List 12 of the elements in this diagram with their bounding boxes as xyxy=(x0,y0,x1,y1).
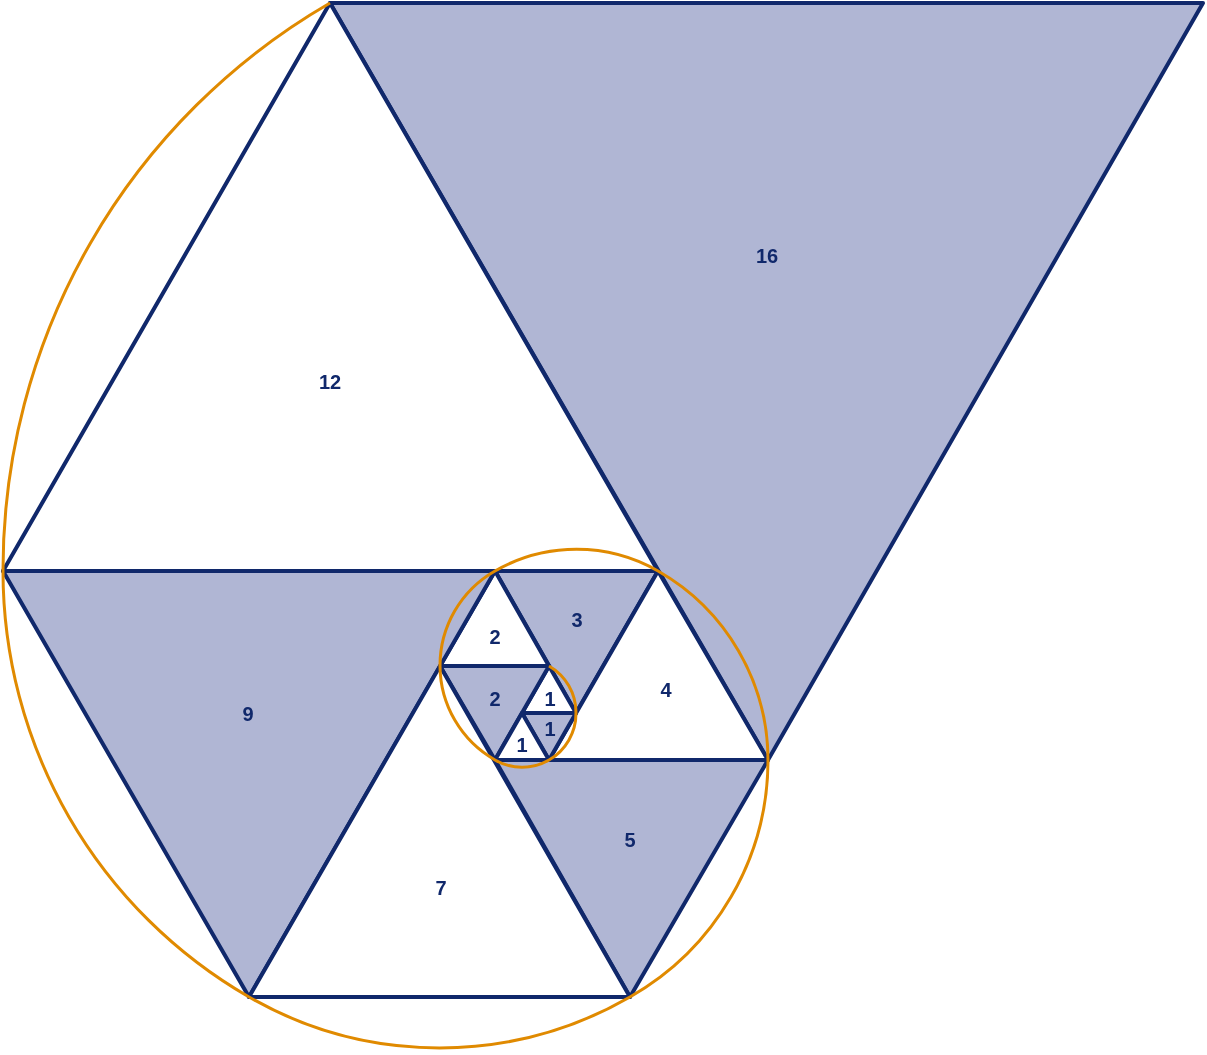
side-length-number: 16 xyxy=(755,246,779,266)
side-length-number: 4 xyxy=(660,680,672,700)
side-length-number: 7 xyxy=(435,878,447,898)
side-length-number: 1 xyxy=(544,719,556,739)
side-length-number: 12 xyxy=(318,372,342,392)
side-length-number: 2 xyxy=(489,627,501,647)
side-length-number: 5 xyxy=(624,830,636,850)
side-length-number: 9 xyxy=(242,704,254,724)
side-length-number: 3 xyxy=(571,610,583,630)
side-length-number: 2 xyxy=(489,689,501,709)
side-length-number: 1 xyxy=(544,689,556,709)
side-length-number: 1 xyxy=(516,735,528,755)
